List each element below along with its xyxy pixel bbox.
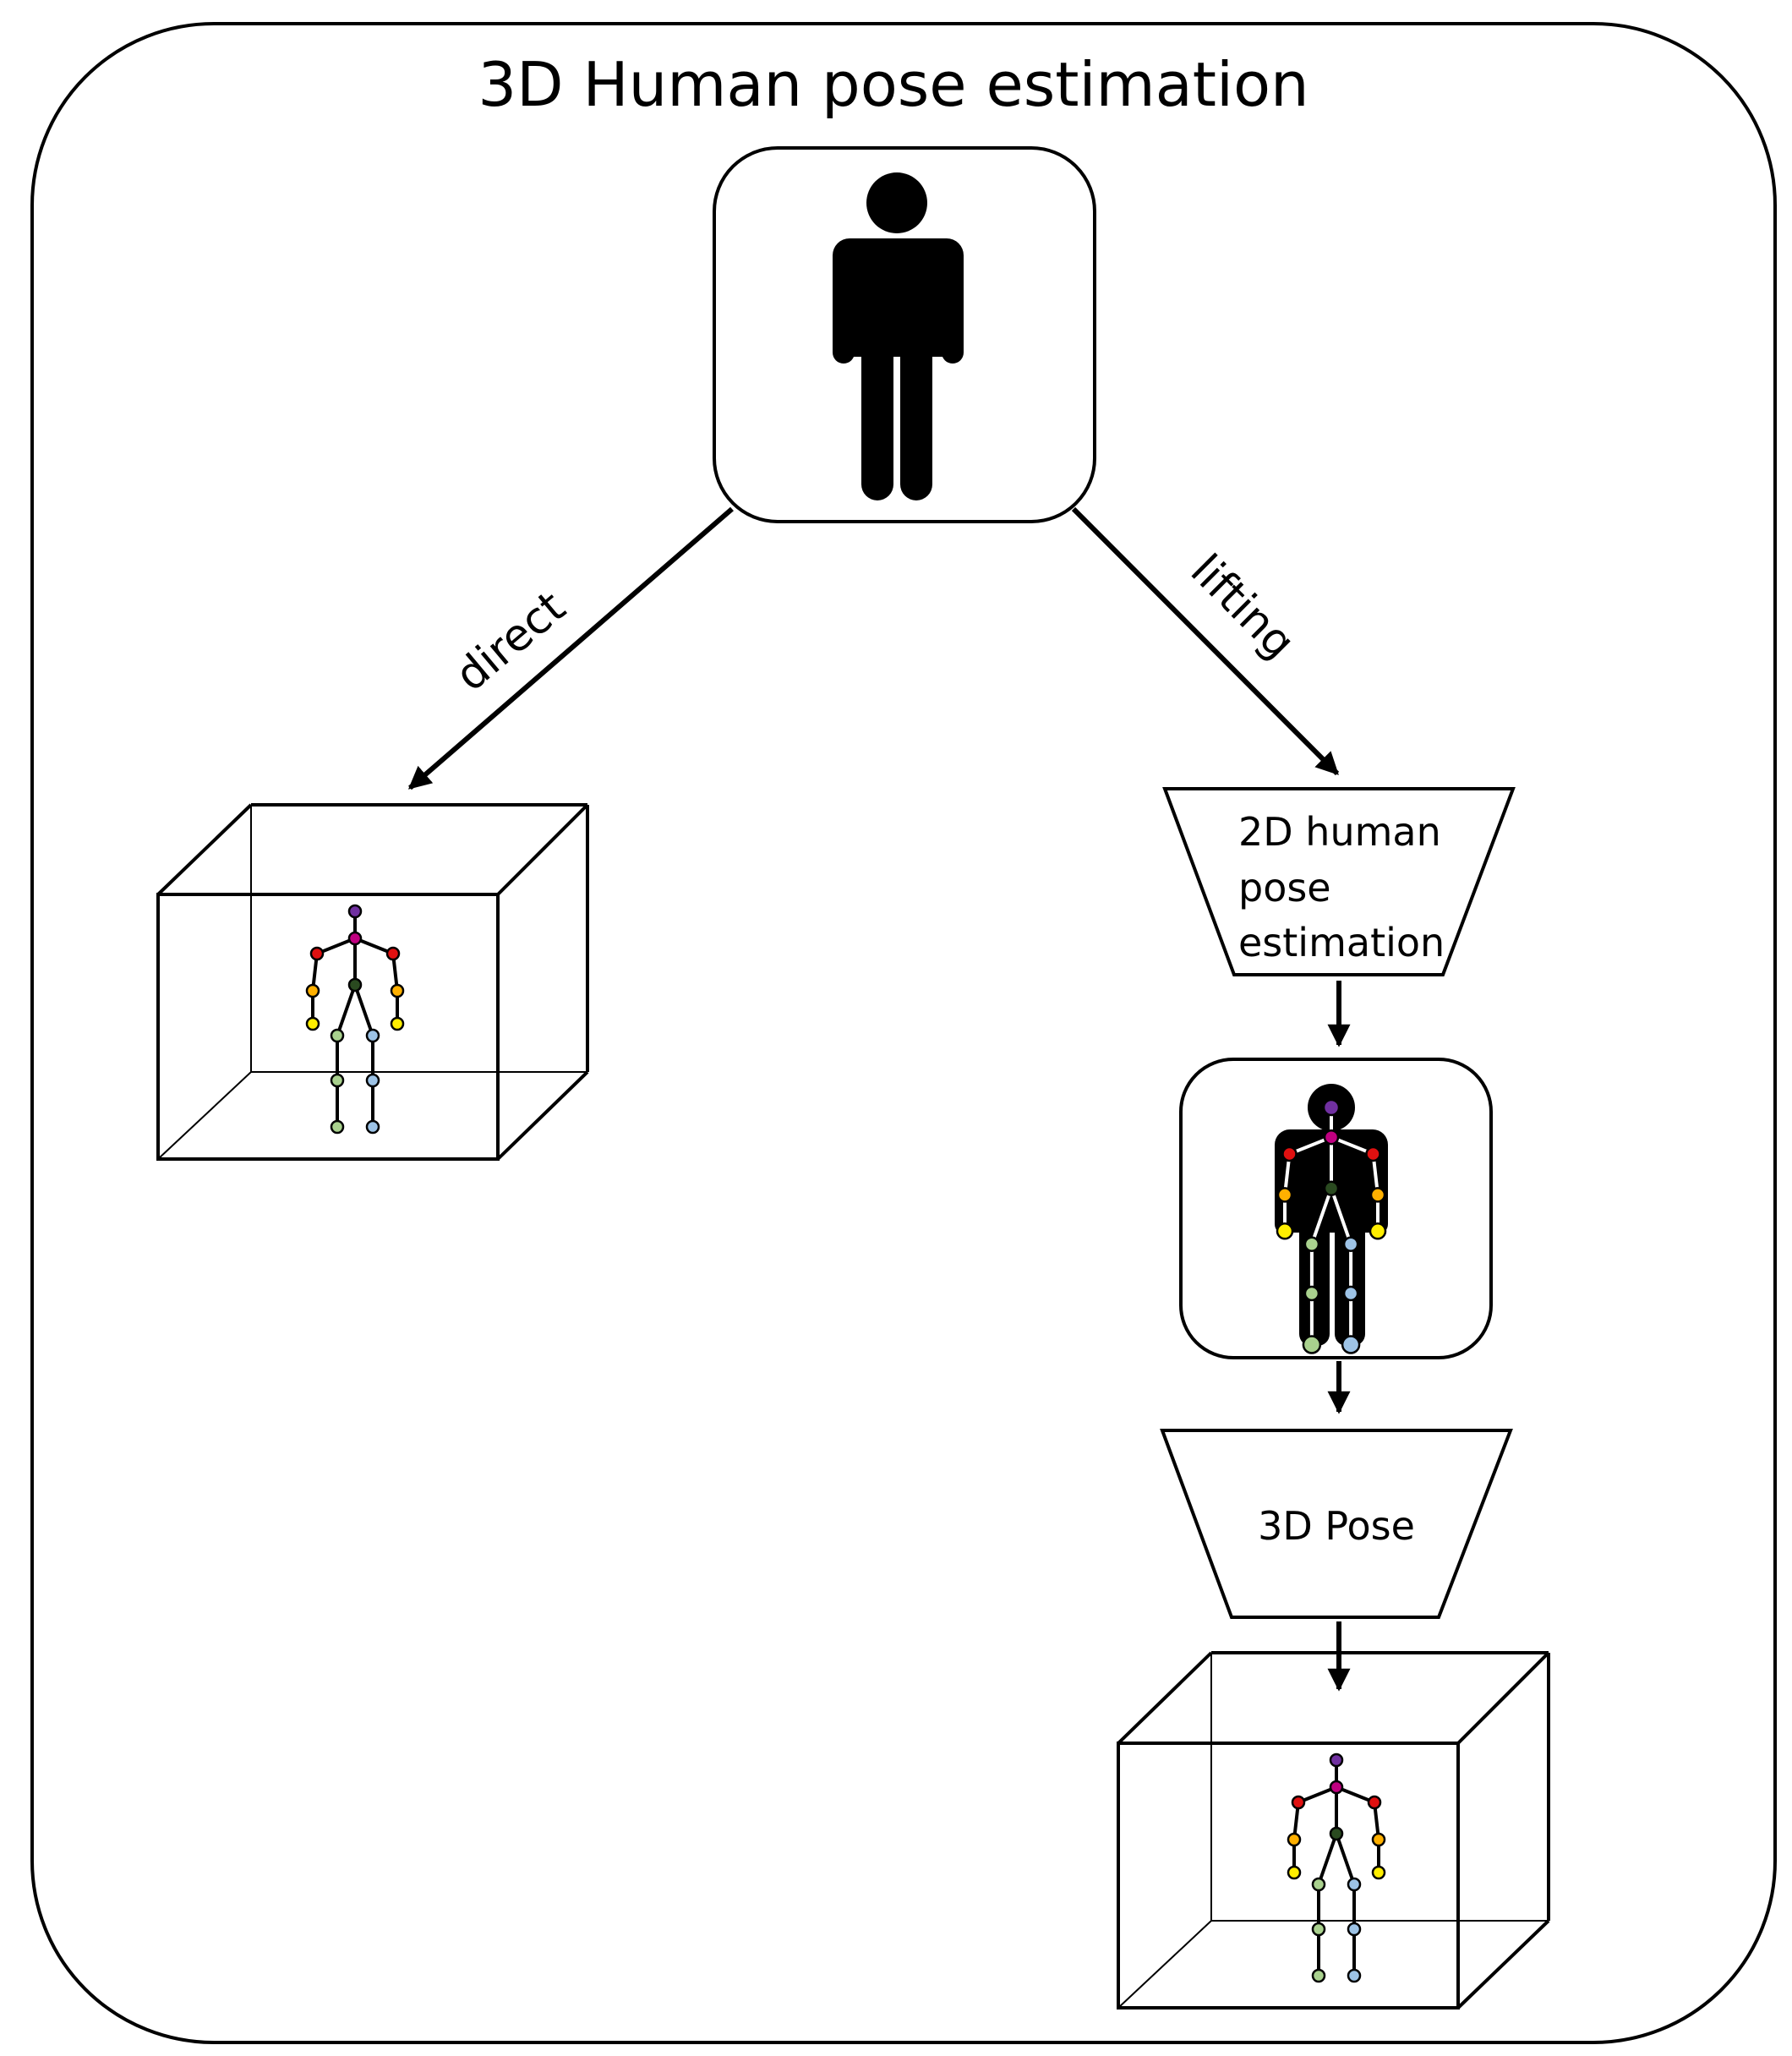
skeleton-joint-pel <box>347 977 363 992</box>
skeleton-joint-ls <box>1291 1795 1306 1810</box>
skeleton-joint-ra <box>1347 1968 1362 1983</box>
skeleton-joint-le <box>1287 1832 1302 1847</box>
skeleton-joint-neck <box>1329 1780 1344 1795</box>
skeleton-joint-le <box>305 983 320 998</box>
skeleton-bone <box>353 984 374 1036</box>
skeleton-joint-lk <box>1303 1285 1320 1302</box>
skeleton-joint-head <box>347 904 363 919</box>
skeleton-joint-rw <box>390 1016 405 1031</box>
skeleton-joint-head <box>1329 1753 1344 1768</box>
skeleton-bone <box>1330 1188 1352 1245</box>
skeleton-joint-ls <box>1281 1146 1298 1162</box>
skeleton-joint-rw <box>1369 1222 1387 1240</box>
skeleton-joint-le <box>1276 1187 1293 1203</box>
skeleton-joint-pel <box>1329 1826 1344 1841</box>
skeleton-joint-rk <box>1342 1285 1359 1302</box>
direct-label: direct <box>446 582 575 702</box>
skeleton-joint-lw <box>1287 1865 1302 1880</box>
stage-3d-label: 3D Pose <box>1258 1503 1415 1549</box>
skeleton-joint-lw <box>1276 1222 1294 1240</box>
skeleton-joint-head <box>1322 1098 1341 1117</box>
skeleton-joint-ls <box>309 946 325 961</box>
skeleton-joint-rs <box>385 946 401 961</box>
skeleton-joint-lh <box>330 1028 345 1043</box>
input-person-node <box>713 146 1096 523</box>
skeleton-joint-rk <box>1347 1922 1362 1937</box>
skeleton-bone <box>1335 1833 1356 1885</box>
outer-frame <box>30 22 1777 2044</box>
direct-3d-output-box <box>156 803 589 1161</box>
stage-2d-line-2: pose <box>1238 865 1331 910</box>
skeleton-joint-lh <box>1303 1236 1320 1252</box>
skeleton-joint-rh <box>365 1028 380 1043</box>
lifting-3d-output-box <box>1117 1651 1550 2010</box>
skeleton-joint-re <box>1369 1187 1386 1203</box>
direct-arrow <box>407 506 734 790</box>
skeleton-bone <box>336 984 357 1036</box>
3d-skeleton-icon <box>1287 1753 1386 1983</box>
person-silhouette-icon <box>833 172 964 500</box>
skeleton-joint-rk <box>365 1073 380 1088</box>
diagram-title: 3D Human pose estimation <box>478 49 1308 120</box>
skeleton-joint-lk <box>330 1073 345 1088</box>
3d-skeleton-icon <box>305 904 405 1135</box>
skeleton-joint-neck <box>347 931 363 946</box>
skeleton-joint-pel <box>1323 1180 1340 1196</box>
skeleton-joint-lw <box>305 1016 320 1031</box>
skeleton-joint-lh <box>1311 1877 1326 1892</box>
lifting-arrow <box>1071 506 1340 776</box>
3d-pose-stage: 3D Pose <box>1160 1429 1513 1619</box>
skeleton-joint-re <box>390 983 405 998</box>
skeleton-joint-neck <box>1323 1129 1340 1146</box>
skeleton-joint-rs <box>1365 1146 1381 1162</box>
skeleton-joint-rh <box>1342 1236 1359 1252</box>
skeleton-joint-rw <box>1371 1865 1386 1880</box>
lifting-label: lifting <box>1181 545 1304 669</box>
skeleton-joint-la <box>1302 1335 1322 1354</box>
stage-2d-line-1: 2D human <box>1238 809 1441 855</box>
skeleton-joint-la <box>330 1119 345 1135</box>
2d-keypoints-overlay <box>1276 1098 1387 1354</box>
skeleton-joint-la <box>1311 1968 1326 1983</box>
stage-2d-line-3: estimation <box>1238 920 1445 965</box>
skeleton-joint-rh <box>1347 1877 1362 1892</box>
skeleton-joint-re <box>1371 1832 1386 1847</box>
skeleton-joint-rs <box>1367 1795 1382 1810</box>
skeleton-bone <box>1317 1833 1338 1885</box>
skeleton-joint-ra <box>365 1119 380 1135</box>
skeleton-bone <box>1310 1188 1333 1245</box>
skeleton-joint-ra <box>1341 1335 1361 1354</box>
2d-keypoints-node <box>1179 1058 1493 1359</box>
2d-pose-estimation-stage: 2D human pose estimation <box>1162 787 1516 976</box>
skeleton-joint-lk <box>1311 1922 1326 1937</box>
